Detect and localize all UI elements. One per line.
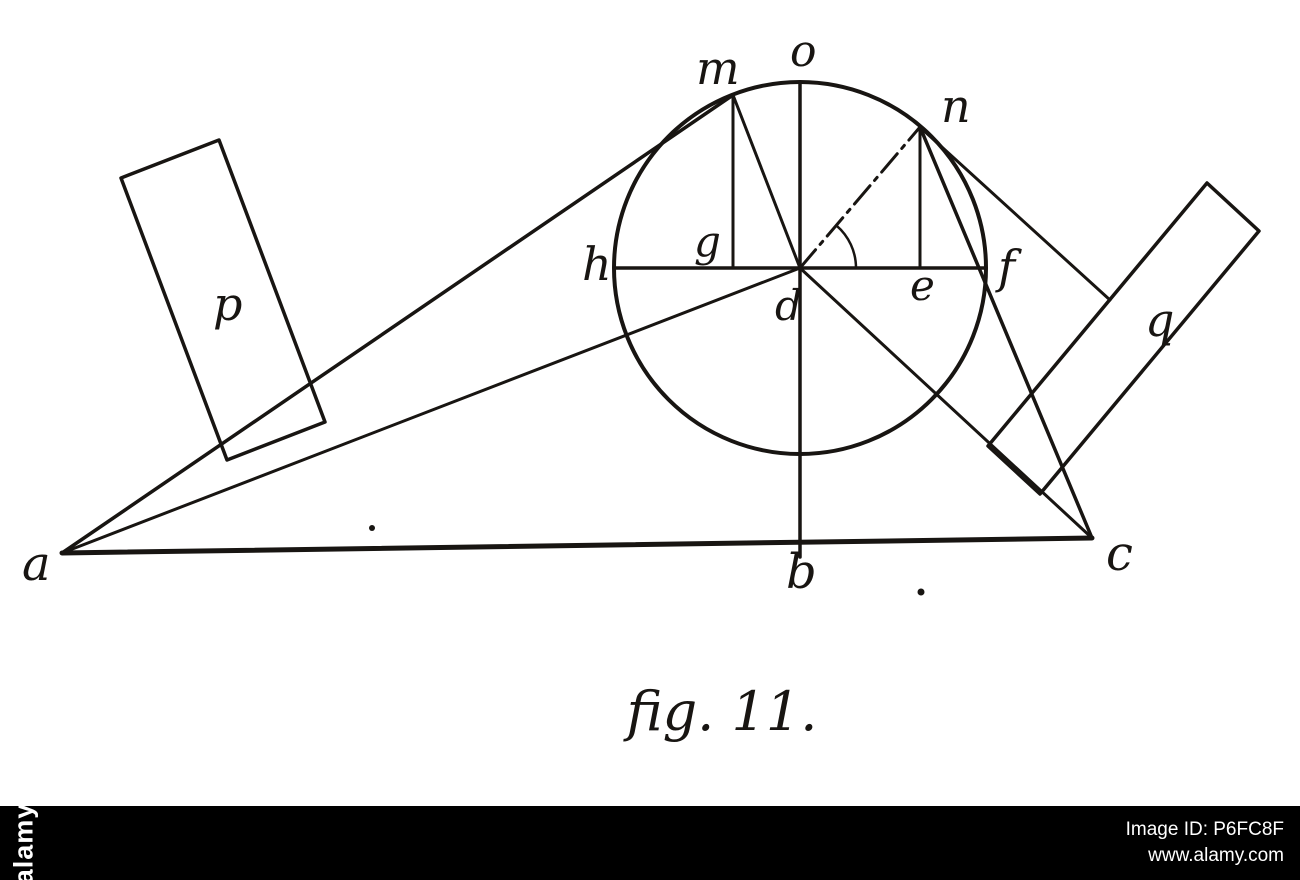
label-p: p <box>213 277 242 331</box>
label-n: n <box>941 79 971 133</box>
label-b: b <box>786 544 817 600</box>
plank-p <box>119 138 327 462</box>
line-nc <box>918 125 1094 540</box>
label-h: h <box>582 237 612 291</box>
angle-arc-at-d <box>835 224 858 270</box>
line-dc <box>798 266 1094 540</box>
baseline-ac <box>59 535 1095 556</box>
label-a: a <box>22 536 51 592</box>
label-q: q <box>1145 293 1174 347</box>
label-o: o <box>790 26 817 77</box>
geometry-figure-svg: a b c d e f g h m n o p q fig. 11. <box>22 26 1261 743</box>
ink-speck-right <box>917 588 925 596</box>
image-id-text: Image ID: P6FC8F <box>1125 819 1284 840</box>
line-ad <box>60 266 802 555</box>
watermark-url-text: www.alamy.com <box>1148 845 1284 866</box>
ink-speck-left <box>369 525 375 531</box>
label-d: d <box>775 281 802 330</box>
incline-line-am <box>60 93 735 555</box>
line-n-to-plank-q <box>920 127 1112 302</box>
label-f: f <box>995 240 1022 294</box>
watermark-bar: alamy Image ID: P6FC8F www.alamy.com <box>0 802 1300 880</box>
watermark-info: Image ID: P6FC8F www.alamy.com <box>1126 817 1284 869</box>
alamy-logo-text: alamy <box>8 802 39 880</box>
plank-q <box>986 181 1261 496</box>
radius-dn <box>798 125 922 270</box>
label-c: c <box>1106 526 1133 582</box>
label-m: m <box>696 41 740 95</box>
label-g: g <box>694 217 721 266</box>
figure-caption: fig. 11. <box>623 680 818 743</box>
alamy-logo: alamy <box>2 802 46 880</box>
label-e: e <box>910 261 935 310</box>
radius-dm <box>731 93 802 270</box>
